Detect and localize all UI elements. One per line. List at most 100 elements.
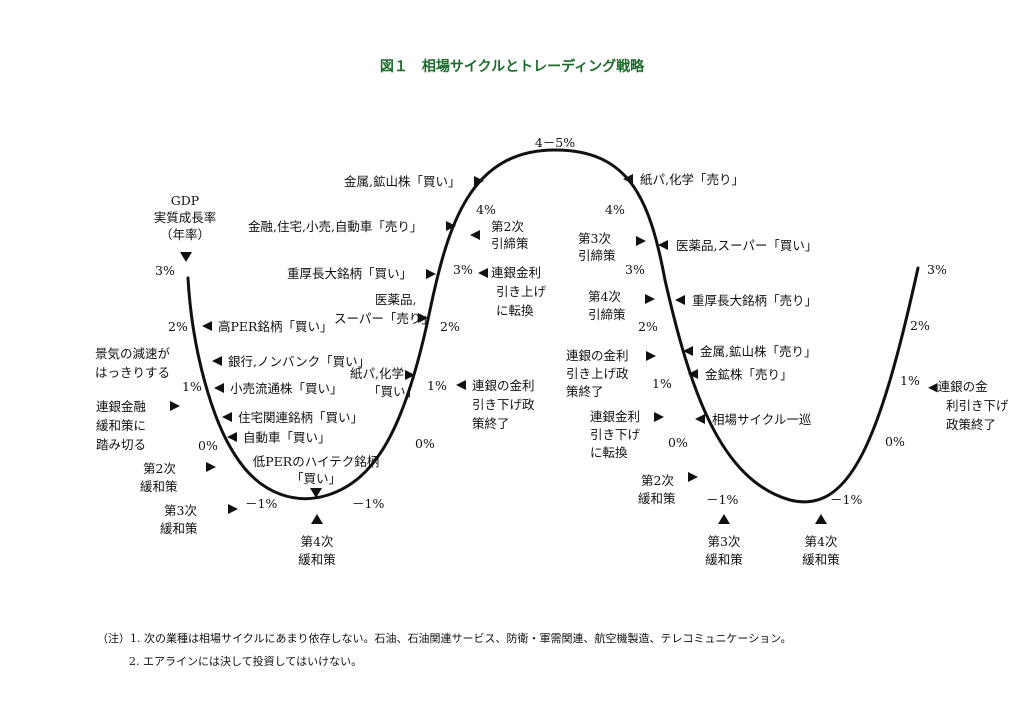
pct-end-0: 0% — [885, 434, 905, 449]
policy-hikishime3-b: 引締策 — [578, 248, 616, 263]
label-lowper-1: 低PERのハイテク銘柄 — [253, 454, 379, 469]
arrow-up-icon — [815, 514, 827, 524]
label-juko-buy: 重厚長大銘柄「買い」 — [287, 266, 412, 281]
label-auto: 自動車「買い」 — [243, 430, 331, 445]
policy-hikishime2-b: 引締策 — [491, 236, 529, 251]
pct-right-m1a: －1% — [706, 492, 738, 507]
policy-tenkan-down-b: 引き下げ — [590, 427, 641, 442]
label-kinko-sell: 金鉱株「売り」 — [705, 367, 793, 382]
policy-keiki-1: 景気の減速が — [95, 346, 171, 361]
arrow-down-icon — [310, 488, 322, 498]
policy-hikishime3-a: 第3次 — [578, 231, 611, 246]
arrow-right-icon — [646, 351, 656, 361]
gdp-arrow-down — [180, 252, 192, 262]
policy-tenkan-up-c: に転換 — [496, 303, 534, 318]
pct-mid-1: 1% — [427, 378, 447, 393]
pct-end-1: 1% — [900, 373, 920, 388]
arrow-right-icon — [405, 370, 415, 380]
pct-left-m1: －1% — [245, 496, 277, 511]
arrow-up-icon — [718, 514, 730, 524]
pct-left-2: 2% — [168, 319, 188, 334]
arrow-left-icon — [675, 295, 685, 305]
policy-tenkan-down-c: に転換 — [590, 445, 628, 460]
label-kami-buy-2: 「買い」 — [368, 384, 418, 399]
footnotes: （注）1. 次の業種は相場サイクルにあまり依存しない。石油、石油関連サービス、防… — [97, 627, 792, 673]
cycle-curve — [186, 148, 920, 504]
footnote-2: 2. エアラインには決して投資してはいけない。 — [129, 655, 363, 668]
policy-end-b: 利引き下げ — [946, 398, 1009, 413]
pct-mid-4: 4% — [476, 202, 496, 217]
arrow-left-icon — [658, 240, 668, 250]
label-finance-sell: 金融,住宅,小売,自動車「売り」 — [248, 219, 422, 234]
label-iyaku-sell-1: 医薬品, — [375, 292, 416, 307]
arrow-right-icon — [170, 401, 180, 411]
peak-label: 4－5% — [535, 135, 575, 150]
policy-sage-end-a: 連銀の金利 — [472, 378, 535, 393]
label-kami-sell: 紙パ,化学「売り」 — [640, 172, 744, 187]
policy-kanwa2r-a: 第2次 — [641, 473, 674, 488]
label-highper: 高PER銘柄「買い」 — [218, 319, 332, 334]
policy-kanwa3r-a: 第3次 — [708, 534, 741, 549]
pct-mid-0: 0% — [415, 436, 435, 451]
pct-right-4: 4% — [605, 202, 625, 217]
arrow-left-icon — [227, 432, 237, 442]
pct-left-0: 0% — [198, 438, 218, 453]
label-juko-sell: 重厚長大銘柄「売り」 — [692, 293, 817, 308]
arrow-left-icon — [456, 380, 466, 390]
label-bank: 銀行,ノンバンク「買い」 — [228, 354, 370, 369]
label-iyaku-sell-2: スーパー「売り」 — [334, 311, 434, 326]
policy-age-end-c: 策終了 — [566, 384, 604, 399]
arrow-right-icon — [446, 221, 456, 231]
arrow-left-icon — [478, 268, 488, 278]
policy-age-end-b: 引き上げ政 — [566, 366, 629, 381]
policy-kanwa4r-a: 第4次 — [805, 534, 838, 549]
policy-kanwa3-a: 第3次 — [164, 503, 197, 518]
arrow-right-icon — [418, 313, 428, 323]
arrow-right-icon — [426, 269, 436, 279]
pct-right-0: 0% — [668, 435, 688, 450]
pct-right-3: 3% — [625, 262, 645, 277]
arrow-left-icon — [212, 356, 222, 366]
label-kami-buy-1: 紙パ,化学 — [350, 366, 404, 381]
arrow-left-icon — [683, 346, 693, 356]
pct-mid-2: 2% — [440, 319, 460, 334]
pct-end-2: 2% — [910, 318, 930, 333]
arrow-left-icon — [688, 369, 698, 379]
pct-right-m1b: －1% — [830, 492, 862, 507]
label-retail: 小売流通株「買い」 — [230, 381, 343, 396]
pct-right-2: 2% — [638, 319, 658, 334]
policy-end-c: 政策終了 — [946, 417, 996, 432]
arrow-left-icon — [695, 414, 705, 424]
policy-kanwa4-b: 緩和策 — [298, 552, 336, 567]
label-cycle: 相場サイクル一巡 — [712, 412, 812, 427]
policy-hikishime4-a: 第4次 — [588, 289, 621, 304]
policy-kanwa4-a: 第4次 — [301, 534, 334, 549]
gdp-label-line3: （年率） — [160, 227, 210, 242]
label-kinzoku-sell: 金属,鉱山株「売り」 — [700, 344, 816, 359]
figure-title: 図１ 相場サイクルとトレーディング戦略 — [379, 59, 645, 75]
arrow-left-icon — [202, 321, 212, 331]
pct-left-1: 1% — [182, 379, 202, 394]
policy-hikishime2-a: 第2次 — [491, 219, 524, 234]
arrow-right-icon — [228, 504, 238, 514]
pct-left-3: 3% — [155, 263, 175, 278]
arrow-right-icon — [688, 472, 698, 482]
pct-mid-m1: －1% — [352, 496, 384, 511]
policy-kanwa1-c: 踏み切る — [96, 437, 146, 452]
arrow-up-icon — [311, 514, 323, 524]
arrow-left-icon — [214, 383, 224, 393]
pct-end-3: 3% — [927, 262, 947, 277]
label-housing: 住宅関連銘柄「買い」 — [238, 410, 363, 425]
arrow-left-icon — [470, 230, 480, 240]
policy-hikishime4-b: 引締策 — [588, 307, 626, 322]
pct-right-1: 1% — [652, 376, 672, 391]
policy-kanwa4r-b: 緩和策 — [802, 552, 840, 567]
arrow-right-icon — [645, 294, 655, 304]
policy-keiki-2: はっきりする — [95, 365, 170, 380]
arrow-left-icon — [222, 412, 232, 422]
policy-sage-end-c: 策終了 — [472, 416, 510, 431]
arrow-left-icon — [623, 174, 633, 184]
policy-tenkan-up-a: 連銀金利 — [491, 265, 541, 280]
gdp-label-line1: GDP — [171, 193, 199, 208]
